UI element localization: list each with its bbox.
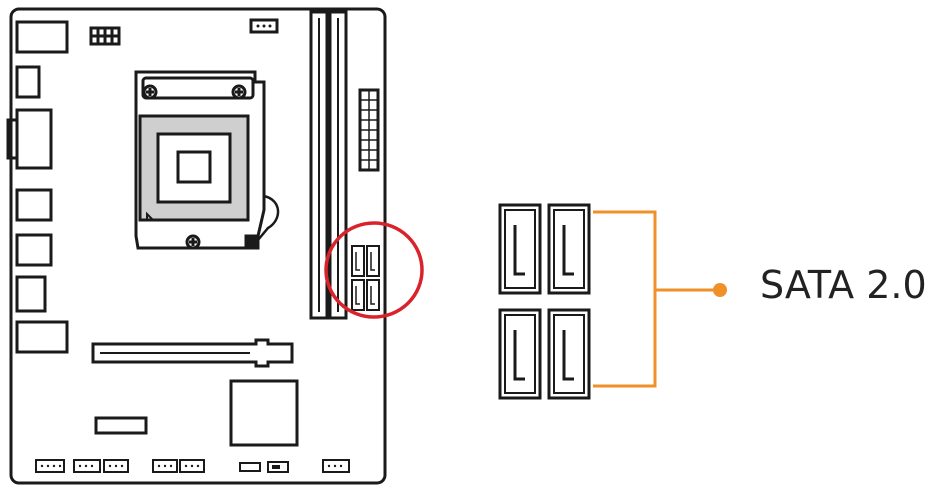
pin-header bbox=[103, 459, 129, 473]
sata-ports-enlarged bbox=[498, 203, 591, 400]
pin-header bbox=[179, 459, 205, 473]
sata-port-large bbox=[498, 203, 542, 295]
io-port bbox=[15, 188, 53, 222]
io-port bbox=[15, 108, 53, 170]
pin-header bbox=[73, 459, 101, 473]
socket-screw-icon bbox=[231, 84, 247, 100]
sata-port-large bbox=[498, 308, 542, 400]
bottom-header-pins bbox=[40, 464, 343, 469]
socket-screw-icon bbox=[185, 234, 201, 250]
pin-header bbox=[35, 459, 65, 473]
sata-port bbox=[351, 245, 365, 277]
pin-header bbox=[322, 459, 350, 473]
chipset bbox=[229, 379, 299, 447]
pcie-x16-slot bbox=[91, 338, 294, 368]
cpu-fan-header bbox=[249, 18, 279, 34]
m2-slot bbox=[94, 416, 148, 435]
sata-ports-onboard bbox=[351, 245, 380, 311]
bottom-headers bbox=[35, 459, 350, 473]
dimm-slot bbox=[309, 10, 329, 320]
highlight-circle bbox=[324, 221, 424, 319]
io-port bbox=[15, 275, 47, 313]
leader-dot bbox=[713, 283, 727, 297]
pin-header bbox=[152, 459, 178, 473]
board-outline bbox=[9, 7, 387, 485]
sata-port bbox=[351, 279, 365, 311]
io-port bbox=[15, 20, 69, 54]
pin-header bbox=[239, 462, 261, 472]
sata-label: SATA 2.0 bbox=[760, 263, 927, 307]
io-port bbox=[15, 320, 69, 354]
fan-header bbox=[89, 26, 121, 46]
dimm-slot bbox=[328, 10, 348, 320]
atx-power-connector bbox=[358, 88, 380, 172]
sata-port-large bbox=[547, 308, 591, 400]
sata-port bbox=[366, 279, 380, 311]
rear-io-ports bbox=[6, 20, 69, 354]
io-port bbox=[15, 233, 53, 267]
sata-port-large bbox=[547, 203, 591, 295]
pin-header bbox=[267, 461, 289, 473]
socket-screw-icon bbox=[142, 84, 158, 100]
memory-slots bbox=[309, 10, 348, 320]
sata-port bbox=[366, 245, 380, 277]
leader-lines bbox=[593, 210, 720, 388]
io-port bbox=[15, 65, 41, 99]
io-port bbox=[6, 118, 19, 160]
cpu-socket bbox=[134, 70, 280, 250]
